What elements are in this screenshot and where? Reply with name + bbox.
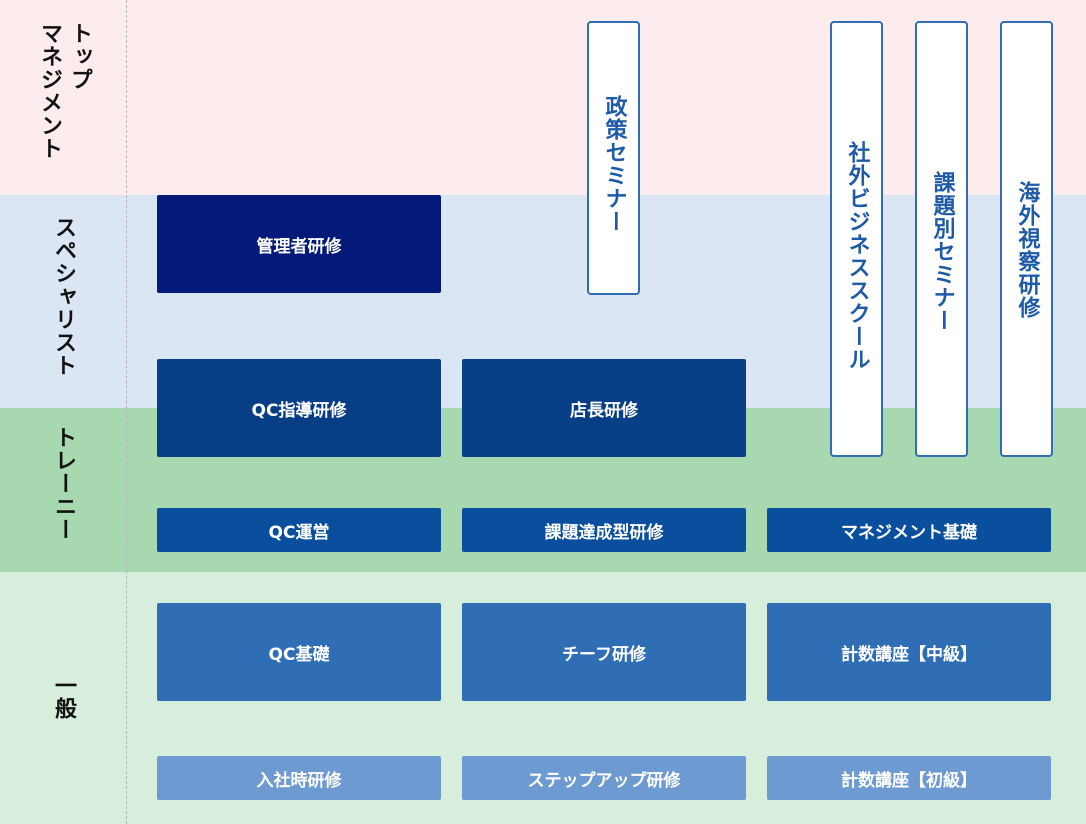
seminar-kadai-betsu: 課題別セミナー xyxy=(915,21,968,457)
program-label: チーフ研修 xyxy=(562,644,646,665)
program-keisu-chukyu: 計数講座【中級】 xyxy=(767,603,1051,701)
program-nyusha: 入社時研修 xyxy=(157,756,441,800)
program-qc-shido: QC指導研修 xyxy=(157,359,441,457)
program-label: QC基礎 xyxy=(268,644,330,665)
program-chief: チーフ研修 xyxy=(462,603,746,701)
program-label: QC指導研修 xyxy=(251,400,347,421)
program-kadai-tassei: 課題達成型研修 xyxy=(462,508,746,552)
program-label: 入社時研修 xyxy=(256,770,342,791)
program-label: 管理者研修 xyxy=(256,236,342,257)
seminar-label: 海外視察研修 xyxy=(1014,181,1040,319)
level-label-specialist: スペシャリスト xyxy=(51,216,76,377)
program-label: ステップアップ研修 xyxy=(527,770,681,791)
band-top-management xyxy=(0,0,1086,195)
program-keisu-shokyu: 計数講座【初級】 xyxy=(767,756,1051,800)
program-stepup: ステップアップ研修 xyxy=(462,756,746,800)
seminar-label: 課題別セミナー xyxy=(929,171,955,332)
seminar-kaigai-shisatsu: 海外視察研修 xyxy=(1000,21,1053,457)
program-management-kiso: マネジメント基礎 xyxy=(767,508,1051,552)
program-kanrisha: 管理者研修 xyxy=(157,195,441,293)
program-qc-unei: QC運営 xyxy=(157,508,441,552)
seminar-shagai-business: 社外ビジネススクール xyxy=(830,21,883,457)
seminar-seisaku: 政策セミナー xyxy=(587,21,640,295)
seminar-label: 政策セミナー xyxy=(601,95,627,233)
seminar-label: 社外ビジネススクール xyxy=(844,141,870,371)
program-label: QC運営 xyxy=(268,522,330,543)
program-qc-kiso: QC基礎 xyxy=(157,603,441,701)
program-tencho: 店長研修 xyxy=(462,359,746,457)
level-label-trainee: トレーニー xyxy=(51,426,76,541)
program-label: 店長研修 xyxy=(570,400,638,421)
program-label: 計数講座【中級】 xyxy=(841,644,977,665)
label-divider xyxy=(126,0,127,824)
program-label: 課題達成型研修 xyxy=(544,522,664,543)
program-label: マネジメント基礎 xyxy=(841,522,977,543)
level-label-general: 一般 xyxy=(51,674,76,720)
level-label-top-management: トップ マネジメント xyxy=(37,22,92,160)
program-label: 計数講座【初級】 xyxy=(841,770,977,791)
